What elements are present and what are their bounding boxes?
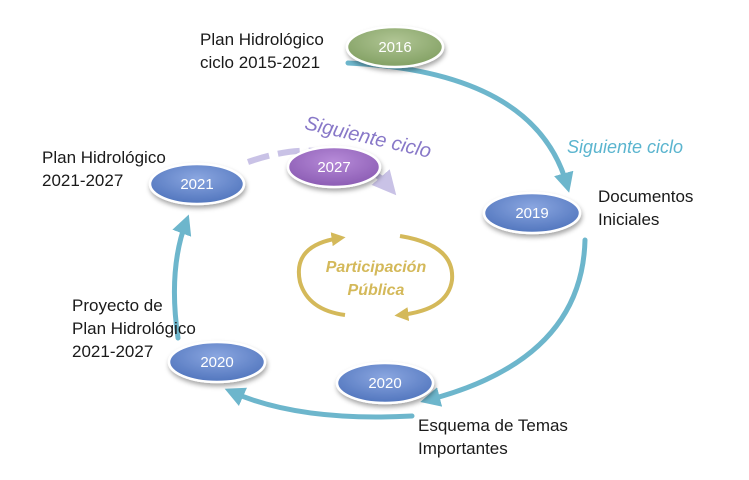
label-2019: Documentos Iniciales	[598, 185, 693, 231]
node-2020-proyecto: 2020	[167, 340, 267, 384]
participation-line1: Participación	[326, 259, 427, 276]
participation-arc-upper	[296, 232, 346, 317]
arrow-2020-ept-to-2020-proyecto	[224, 387, 415, 420]
node-2016: 2016	[345, 25, 445, 69]
node-2019-year: 2019	[515, 205, 548, 222]
node-2020-proyecto-year: 2020	[200, 354, 233, 371]
participation-arc-lower	[394, 234, 455, 322]
label-2016-line2: ciclo 2015-2021	[200, 53, 321, 72]
label-2021: Plan Hidrológico 2021-2027	[42, 146, 166, 192]
node-2020-ept: 2020	[335, 361, 435, 405]
node-2021: 2021	[148, 162, 246, 206]
node-2020-ept-year: 2020	[368, 375, 401, 392]
label-2020-proyecto-line3: 2021-2027	[72, 342, 154, 361]
arrow-2019-to-2020-ept	[420, 237, 588, 407]
label-2019-line2: Iniciales	[598, 210, 660, 229]
node-2027: 2027	[286, 145, 382, 189]
label-2020-proyecto-line1: Proyecto de	[72, 296, 163, 315]
arrow-2020-proyecto-to-2021	[171, 214, 192, 341]
label-2020-ept-line1: Esquema de Temas	[418, 416, 568, 435]
node-2027-year: 2027	[317, 159, 350, 176]
label-2020-proyecto-line2: Plan Hidrológico	[72, 319, 196, 338]
label-2021-line2: 2021-2027	[42, 171, 124, 190]
label-2020-ept-line2: Importantes	[418, 439, 508, 458]
label-2020-proyecto: Proyecto de Plan Hidrológico 2021-2027	[72, 294, 196, 363]
node-2021-year: 2021	[180, 176, 213, 193]
label-2020-ept: Esquema de Temas Importantes	[418, 414, 568, 460]
label-2021-line1: Plan Hidrológico	[42, 148, 166, 167]
siguiente-ciclo-right-label: Siguiente ciclo	[567, 137, 684, 157]
label-2016-line1: Plan Hidrológico	[200, 30, 324, 49]
participation-line2: Pública	[348, 282, 405, 299]
node-2019: 2019	[482, 191, 582, 235]
node-2016-year: 2016	[378, 39, 411, 56]
label-2016: Plan Hidrológico ciclo 2015-2021	[200, 28, 324, 74]
label-2019-line1: Documentos	[598, 187, 694, 206]
